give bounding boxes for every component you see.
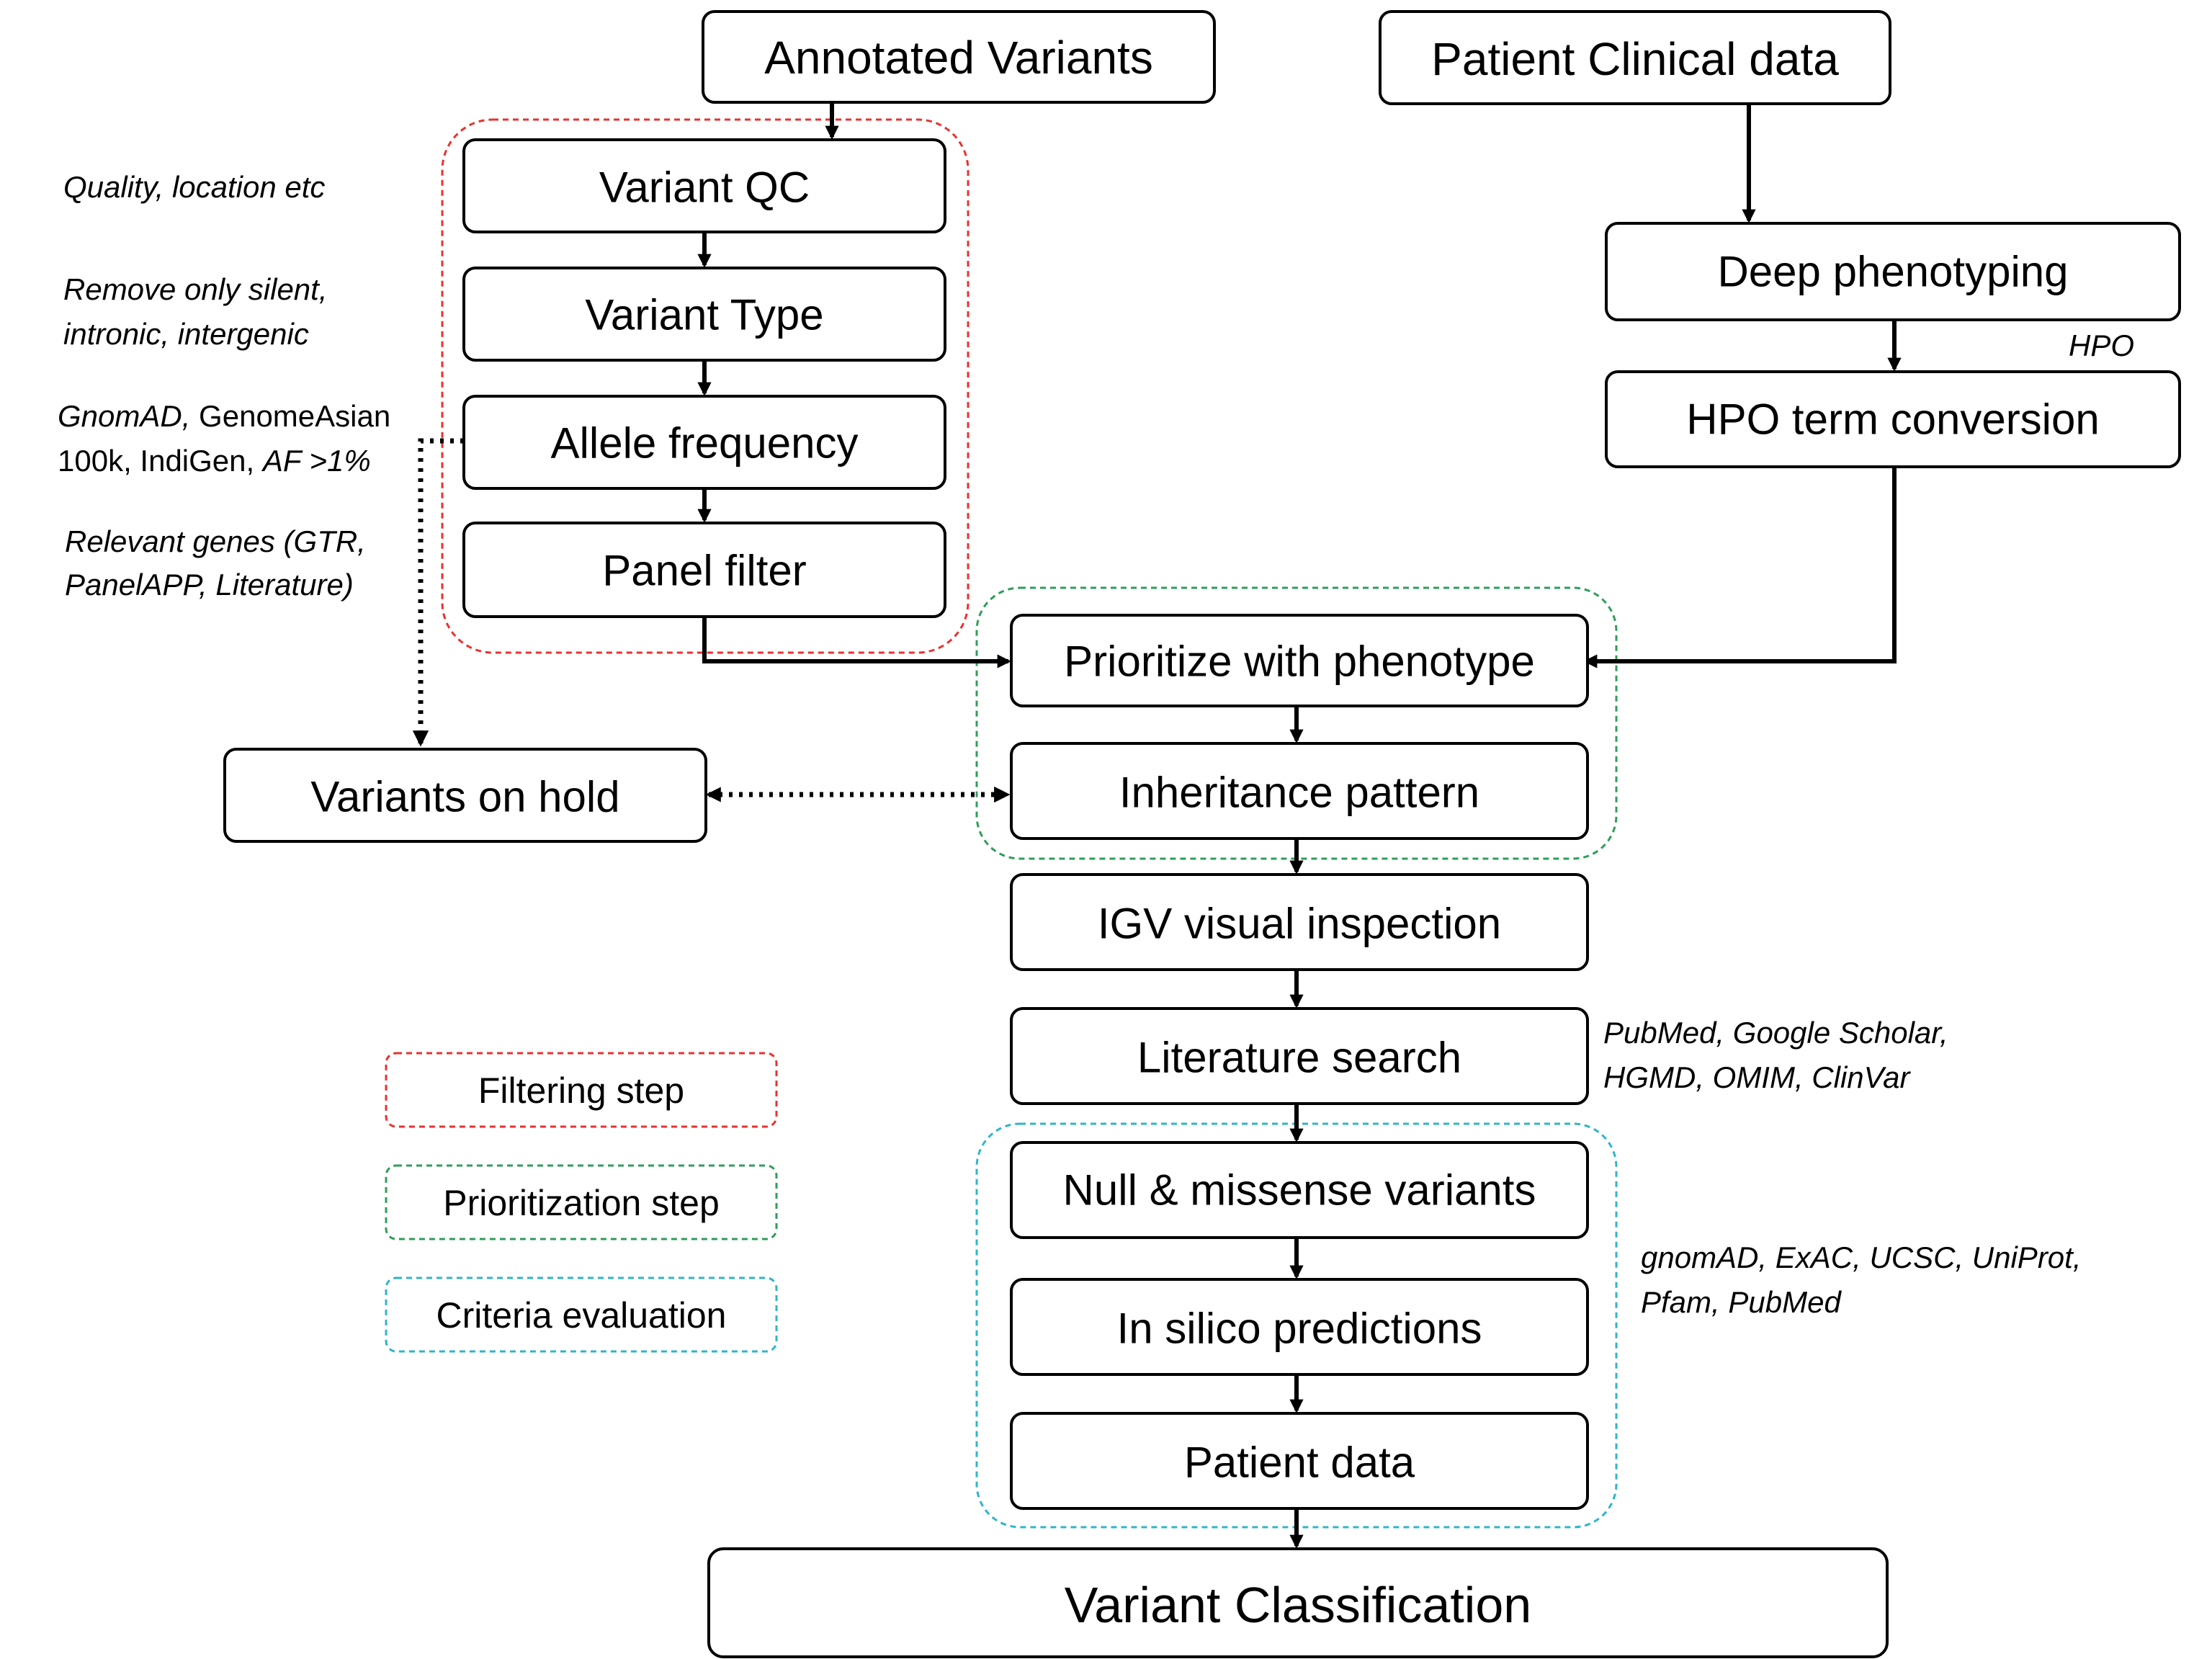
- literature-search-label: Literature search: [1137, 1034, 1461, 1082]
- prioritize-with-phenotype-label: Prioritize with phenotype: [1064, 638, 1535, 686]
- in-silico-predictions-label: In silico predictions: [1117, 1305, 1482, 1353]
- variant-classification-label: Variant Classification: [1065, 1577, 1531, 1633]
- note-criteria-line2: Pfam, PubMed: [1641, 1285, 1842, 1319]
- deep-phenotyping-box: [1605, 222, 2181, 321]
- patient-clinical-data-label: Patient Clinical data: [1431, 33, 1839, 85]
- note-remove-line1: Remove only silent,: [63, 272, 328, 306]
- note-hpo: HPO: [2069, 328, 2134, 362]
- annotated-variants-box: [702, 10, 1216, 104]
- note-genes-line1: Relevant genes (GTR,: [65, 524, 366, 558]
- variant-classification-box: [707, 1547, 1889, 1658]
- variant-qc-label: Variant QC: [599, 164, 810, 212]
- patient-data-label: Patient data: [1184, 1439, 1415, 1487]
- dotted-af-to-hold: [412, 438, 464, 747]
- note-literature-line2: HGMD, OMIM, ClinVar: [1603, 1060, 1911, 1094]
- filtering-group-outline: [441, 118, 970, 654]
- legend-filtering-label: Filtering step: [478, 1070, 684, 1111]
- annotated-variants-label: Annotated Variants: [764, 32, 1153, 84]
- igv-visual-inspection-label: IGV visual inspection: [1098, 900, 1501, 948]
- panel-filter-label: Panel filter: [602, 547, 806, 595]
- legend: Filtering step Prioritization step Crite…: [385, 1052, 778, 1353]
- note-allele-frequency-line1: GnomAD, GenomeAsian: [58, 399, 390, 433]
- note-gnomad: GnomAD,: [58, 399, 190, 433]
- prioritize-with-phenotype-box: [1010, 614, 1589, 707]
- allele-frequency-label: Allele frequency: [551, 419, 859, 468]
- patient-data-box: [1010, 1412, 1589, 1510]
- legend-criteria-swatch: [385, 1276, 778, 1353]
- deep-phenotyping-label: Deep phenotyping: [1717, 248, 2068, 296]
- note-quality: Quality, location etc: [63, 170, 325, 204]
- note-literature-line1: PubMed, Google Scholar,: [1603, 1016, 1948, 1050]
- null-missense-variants-label: Null & missense variants: [1063, 1166, 1536, 1215]
- note-genes-line2: PanelAPP, Literature): [65, 568, 354, 602]
- legend-filtering-swatch: [385, 1052, 778, 1128]
- note-genomeasian: GenomeAsian: [190, 399, 390, 433]
- variants-on-hold-box: [223, 748, 707, 843]
- note-remove-line2: intronic, intergenic: [63, 317, 309, 351]
- variant-type-box: [462, 267, 946, 362]
- note-criteria-line1: gnomAD, ExAC, UCSC, UniProt,: [1641, 1240, 2082, 1274]
- hpo-term-conversion-label: HPO term conversion: [1686, 395, 2100, 444]
- legend-criteria-label: Criteria evaluation: [436, 1295, 727, 1336]
- in-silico-predictions-box: [1010, 1278, 1589, 1376]
- note-allele-frequency-line2: 100k, IndiGen, AF >1%: [58, 444, 371, 478]
- literature-search-box: [1010, 1007, 1589, 1105]
- arrow-panel-to-prioritize: [702, 617, 1011, 668]
- note-100k-indigen: 100k, IndiGen,: [58, 444, 263, 478]
- igv-visual-inspection-box: [1010, 873, 1589, 971]
- arrow-hpo-to-prioritize: [1583, 467, 1897, 668]
- null-missense-variants-box: [1010, 1141, 1589, 1239]
- inheritance-pattern-box: [1010, 742, 1589, 840]
- inheritance-pattern-label: Inheritance pattern: [1119, 769, 1479, 817]
- allele-frequency-box: [462, 395, 946, 490]
- note-af-threshold: AF >1%: [261, 444, 371, 478]
- panel-filter-box: [462, 522, 946, 618]
- hpo-term-conversion-box: [1605, 370, 2181, 468]
- variant-type-label: Variant Type: [585, 291, 823, 339]
- variants-on-hold-label: Variants on hold: [310, 773, 619, 821]
- patient-clinical-data-box: [1379, 10, 1891, 105]
- legend-prioritization-label: Prioritization step: [443, 1183, 720, 1223]
- variant-qc-box: [462, 138, 946, 233]
- legend-prioritization-swatch: [385, 1164, 778, 1240]
